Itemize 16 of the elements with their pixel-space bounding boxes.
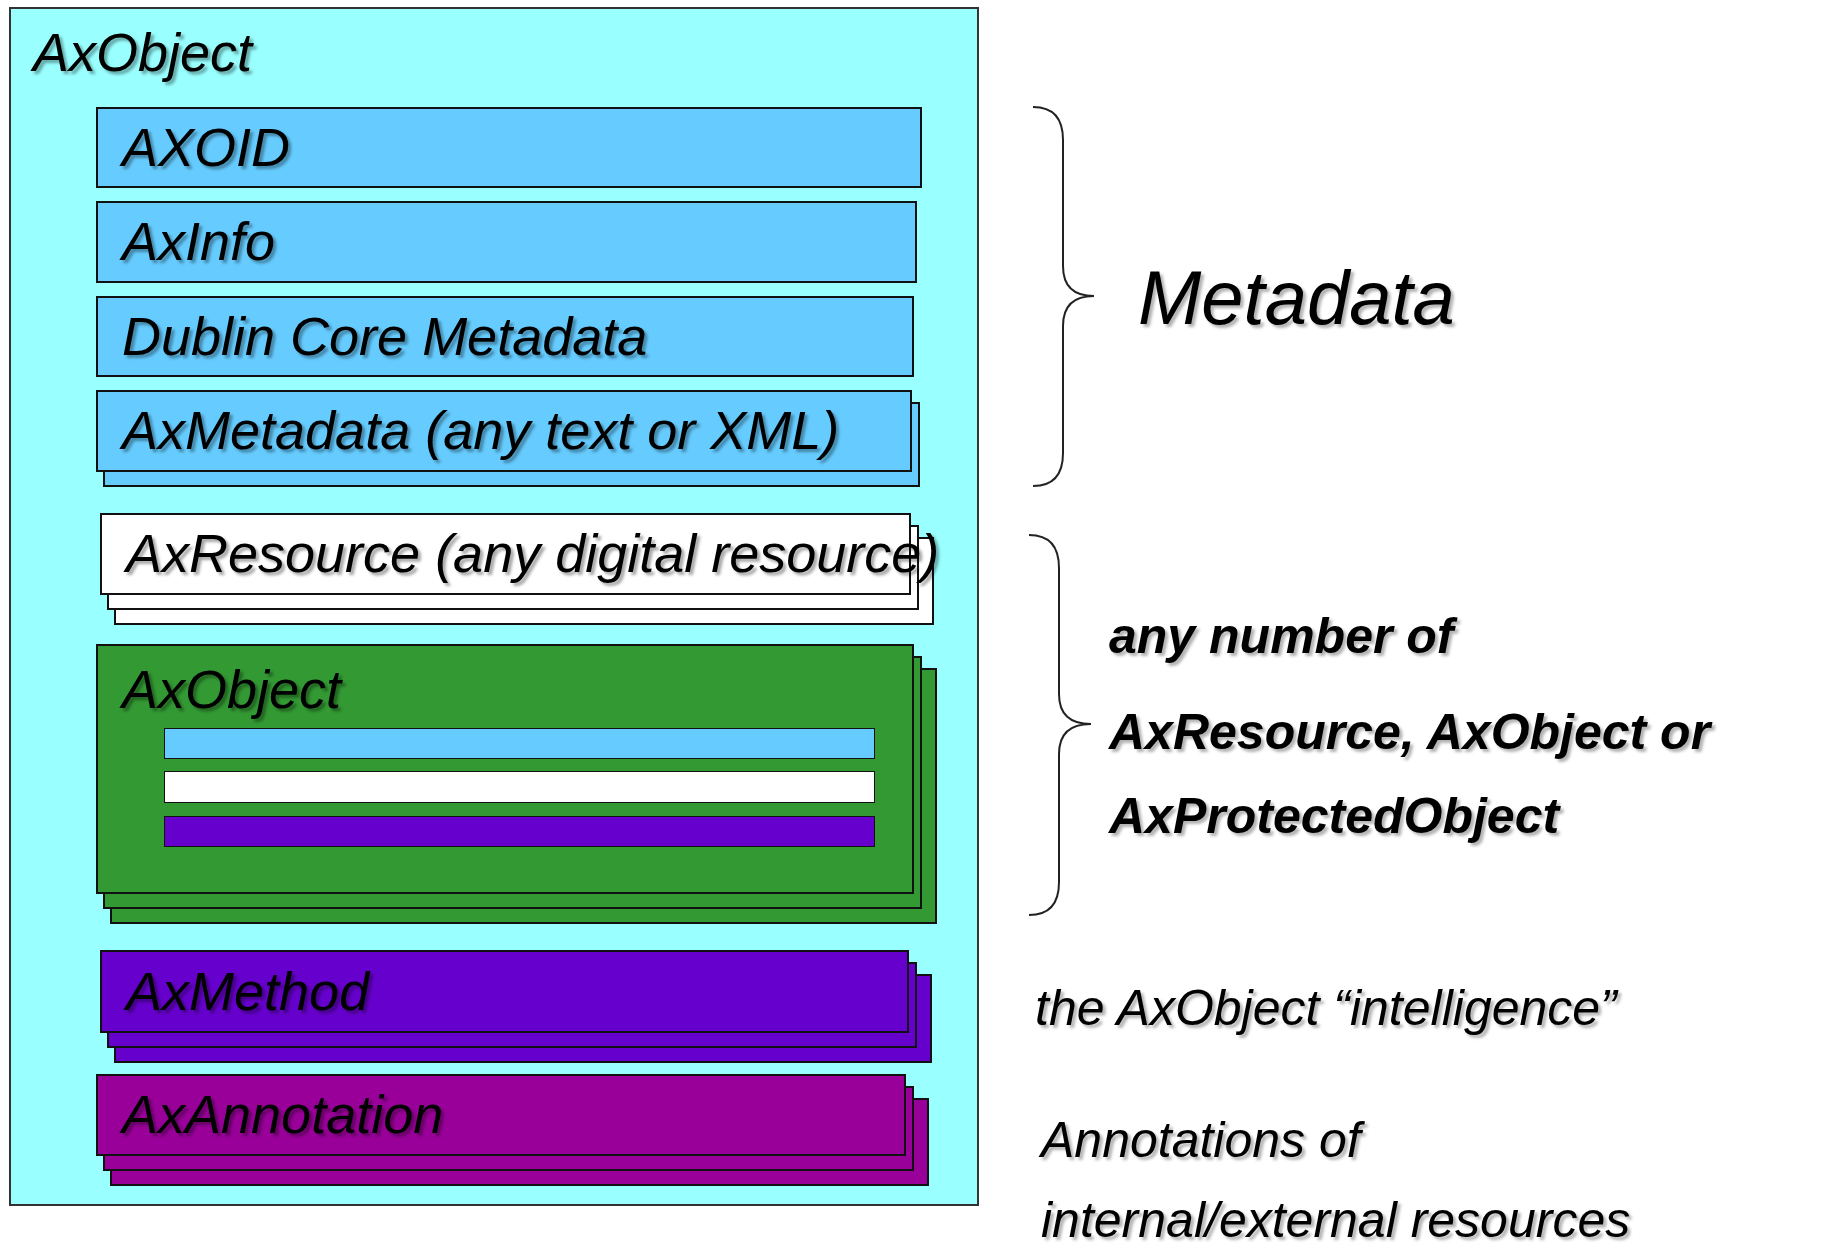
box-title: Dublin Core Metadata [122,306,648,367]
annotation-text: AxResource, AxObject or AxProtectedObject [1109,703,1714,846]
layer-bar [164,816,875,847]
layer-bar [164,771,875,803]
layer-box [96,644,914,894]
annotation-text: any number of [1109,606,1829,666]
object-container [9,7,979,1206]
layer-box [96,296,914,377]
layer-box [96,1074,906,1156]
layer-box [100,950,909,1033]
layer-box [96,390,912,472]
annotation-text: the AxObject “intelligence” [1035,979,1617,1038]
layer-bar [164,728,875,759]
layer-box [96,201,917,283]
group-label: Metadata [1138,254,1455,342]
layer-box [96,107,922,188]
